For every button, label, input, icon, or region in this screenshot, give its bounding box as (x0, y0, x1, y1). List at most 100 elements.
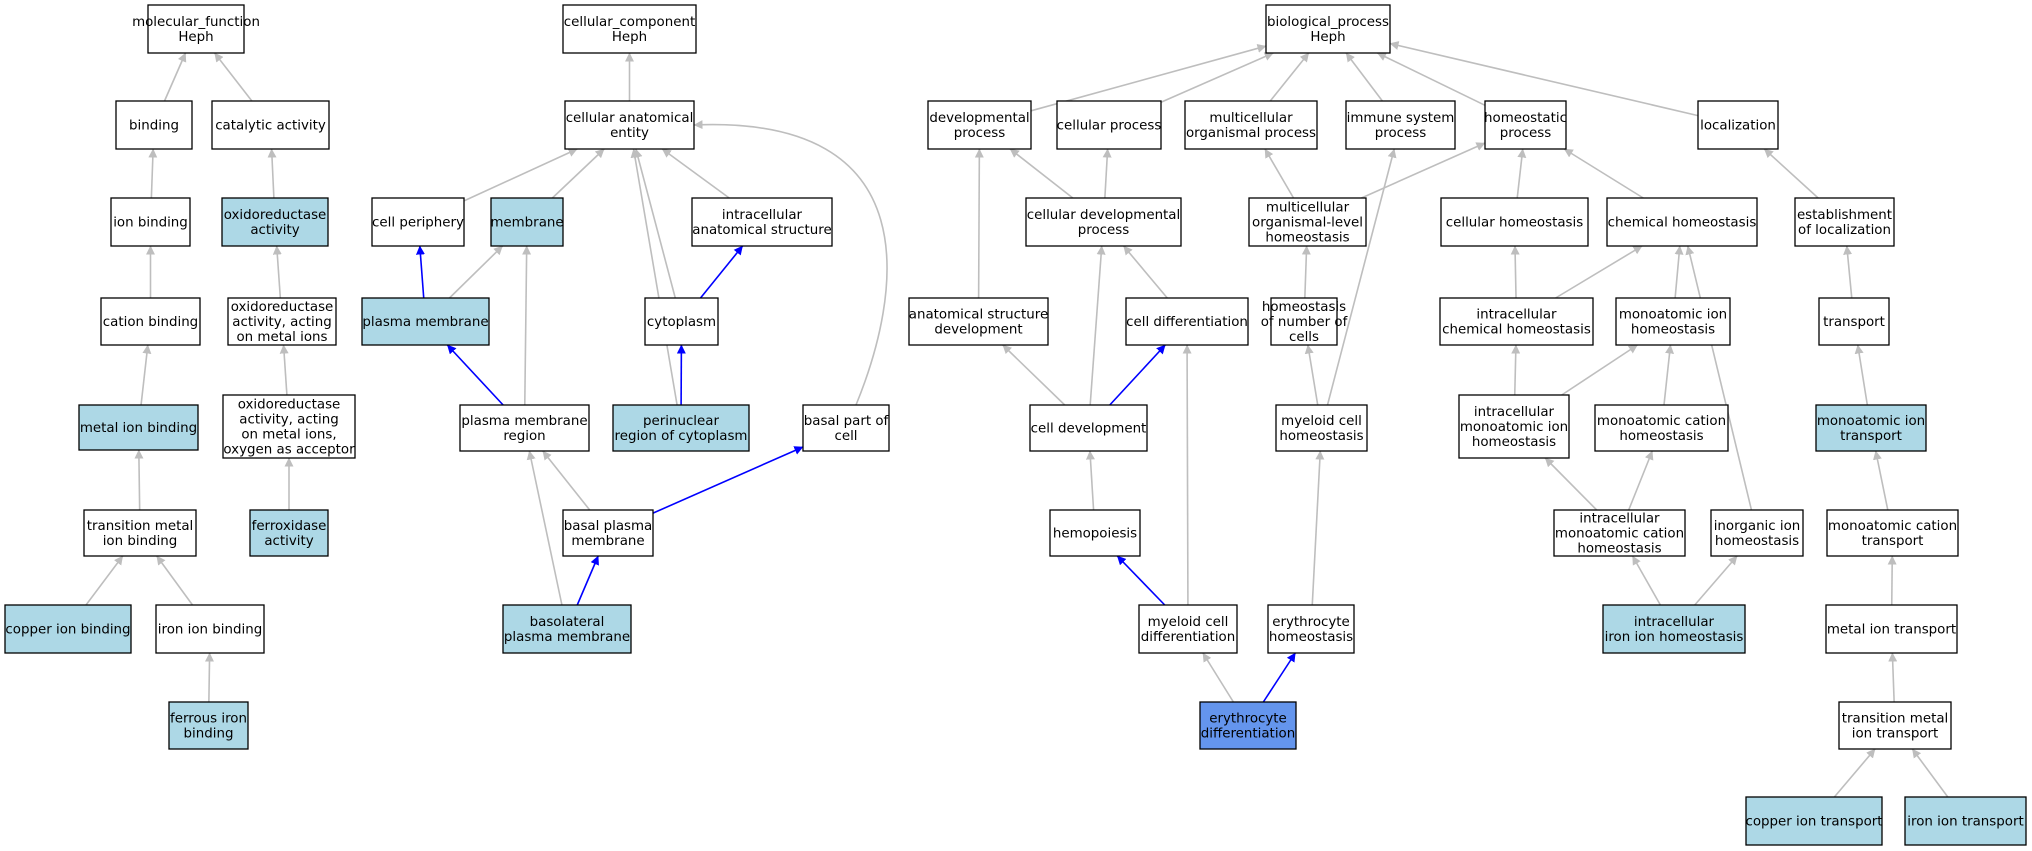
node-label-line: iron ion binding (158, 623, 262, 638)
go-term-node-catalytic[interactable]: catalytic activity (211, 100, 330, 150)
node-box (1270, 297, 1338, 346)
node-box (1125, 297, 1249, 346)
edge-cellproc-to-bp (1160, 52, 1274, 103)
node-box (927, 100, 1032, 150)
go-term-node-celldev[interactable]: cell development (1029, 404, 1148, 452)
go-term-node-cellperiph[interactable]: cell periphery (371, 197, 465, 247)
node-label-line: metal ion binding (80, 421, 197, 436)
go-term-node-cellhomeo[interactable]: cellular homeostasis (1440, 197, 1589, 247)
node-label-line: cellular_component (564, 15, 695, 30)
node-box (1025, 197, 1182, 247)
node-label-line: activity (264, 534, 313, 549)
node-box (211, 100, 330, 150)
node-label-line: monoatomic cation (1555, 527, 1684, 542)
node-label-line: differentiation (1141, 630, 1235, 645)
edge-monocation-to-monoionhomeo (1663, 344, 1675, 406)
go-term-node-chemhomeo[interactable]: chemical homeostasis (1606, 197, 1758, 247)
go-term-node-ironbind[interactable]: iron ion binding (155, 604, 265, 654)
go-term-node-binding[interactable]: binding (115, 100, 193, 150)
node-label-line: developmental (929, 111, 1029, 126)
go-term-node-cationbind[interactable]: cation binding (100, 297, 201, 346)
node-box (227, 297, 337, 346)
node-label-line: process (1500, 126, 1551, 141)
edge-icmonoion-to-icchemhomeo (1511, 344, 1521, 396)
node-label-line: plasma membrane (362, 315, 488, 330)
edge-erythdiff-to-erythhomeo (1262, 652, 1296, 703)
edge-transport-to-estloc (1843, 245, 1853, 299)
node-box (1275, 404, 1368, 452)
edge-irontrans-to-tmtrans (1911, 748, 1949, 798)
node-label-line: binding (129, 119, 179, 134)
node-label-line: organismal-level (1252, 216, 1363, 231)
node-box (249, 509, 329, 557)
go-term-node-cytoplasm[interactable]: cytoplasm (644, 297, 719, 346)
edge-myeloiddiff-to-hemopoiesis (1116, 555, 1166, 606)
edge-basolat-to-pmregion (526, 450, 563, 606)
edge-celldev-to-celldevproc (1089, 245, 1106, 406)
node-box (83, 509, 197, 557)
edge-myeloidhomeo-to-immune (1326, 148, 1397, 406)
go-term-node-localization[interactable]: localization (1697, 100, 1779, 150)
go-term-node-ionbind[interactable]: ion binding (110, 197, 191, 247)
go-term-node-pm[interactable]: plasma membrane (361, 297, 490, 346)
node-label-line: organismal process (1186, 126, 1316, 141)
go-term-node-copperbind[interactable]: copper ion binding (4, 604, 132, 654)
go-term-node-membrane[interactable]: membrane (490, 197, 564, 247)
go-term-node-cellproc[interactable]: cellular process (1056, 100, 1162, 150)
node-label-line: activity (250, 223, 299, 238)
go-term-node-transport[interactable]: transport (1818, 297, 1890, 346)
node-label-line: intracellular (722, 208, 803, 223)
go-term-node-irontrans[interactable]: iron ion transport (1904, 796, 2027, 846)
edge-monoiontrans-to-transport (1854, 344, 1869, 406)
edge-ironbind-to-tmbind (156, 555, 194, 606)
edge-multiproc-to-bp (1269, 52, 1310, 102)
go-term-node-metaliontrans[interactable]: metal ion transport (1825, 604, 1958, 654)
go-term-node-metalion[interactable]: metal ion binding (78, 404, 199, 451)
node-label-line: monoatomic ion (1619, 308, 1727, 323)
node-box (1606, 197, 1758, 247)
go-term-node-celldiff[interactable]: cell differentiation (1125, 297, 1249, 346)
node-box (1553, 509, 1686, 557)
go-term-node-coppertrans[interactable]: copper ion transport (1745, 796, 1883, 846)
go-term-node-hemopoiesis[interactable]: hemopoiesis (1049, 509, 1141, 557)
